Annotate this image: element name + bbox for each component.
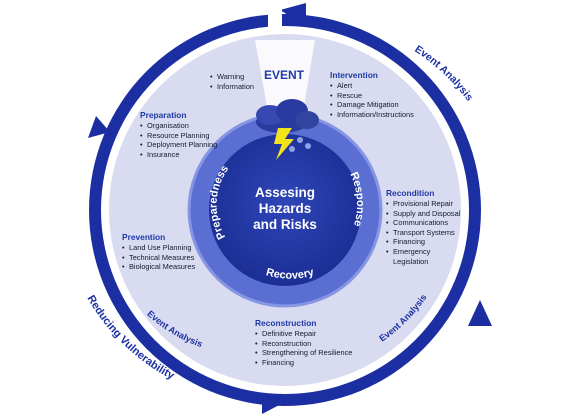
prevention-title: Prevention [122,232,166,242]
prevention-list: Land Use Planning Technical Measures Bio… [122,243,195,272]
outer-gap-top [268,8,282,28]
recondition-title: Recondition [386,188,435,198]
list-item: Legislation [393,256,429,266]
list-item: Reconstruction [255,339,352,349]
lightning-icon [274,128,294,160]
outer-arrow-left [88,116,110,138]
list-item: Biological Measures [122,262,195,272]
list-item: Transport Systems [386,228,460,238]
preparation-title: Preparation [140,110,187,120]
list-item: Financing [386,237,460,247]
list-item: Organisation [140,121,217,131]
list-item: Emergency [386,247,460,257]
list-item: Strengthening of Resilience [255,348,352,358]
recovery-label: Recovery [265,266,316,282]
outer-arrow-right [468,300,492,326]
list-item: Financing [255,358,352,368]
center-line-3: and Risks [253,217,317,232]
center-circle [209,134,361,286]
list-item: Supply and Disposal [386,209,460,219]
list-item: Communications [386,218,460,228]
list-item: Information/Instructions [330,110,414,120]
center-line-2: Hazards [258,201,312,216]
event-list: Warning Information [210,72,254,91]
event-title: EVENT [264,68,305,82]
list-item: Alert [330,81,414,91]
list-item: Damage Mitigation [330,100,414,110]
list-item: Resource Planning [140,131,217,141]
event-wedge [255,40,315,112]
reconstruction-list: Definitive Repair Reconstruction Strengt… [255,329,352,367]
recondition-list: Provisional Repair Supply and Disposal C… [386,199,460,266]
list-item: Insurance [140,150,217,160]
list-item: Warning [210,72,254,82]
preparation-list: Organisation Resource Planning Deploymen… [140,121,217,159]
list-item: Technical Measures [122,253,195,263]
reconstruction-title: Reconstruction [255,318,317,328]
list-item: Provisional Repair [386,199,460,209]
storm-cloud-icon [256,99,319,152]
intervention-list: Alert Rescue Damage Mitigation Informati… [330,81,414,119]
center-line-1: Assesing [254,185,316,200]
list-item: Rescue [330,91,414,101]
list-item: Information [210,82,254,92]
list-item: Land Use Planning [122,243,195,253]
list-item: Deployment Planning [140,140,217,150]
list-item: Definitive Repair [255,329,352,339]
intervention-title: Intervention [330,70,378,80]
outer-arrow-top [280,3,306,26]
center-title: Assesing Hazards and Risks [220,185,350,233]
outer-arrow-bottom [262,394,285,414]
